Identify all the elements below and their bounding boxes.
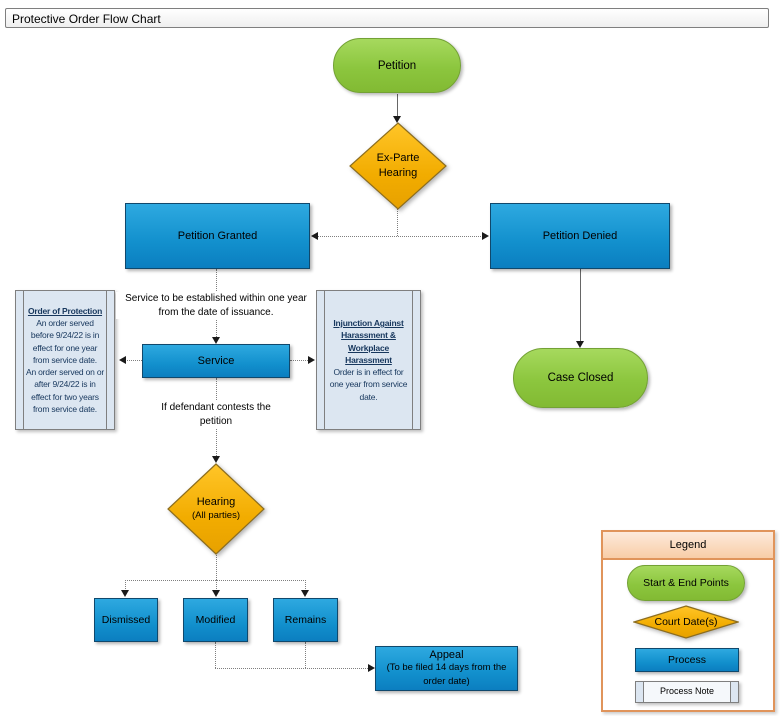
legend-decision-label: Court Date(s) [654, 615, 718, 628]
node-hearing-sub: (All parties) [191, 510, 241, 522]
node-petition-denied-label: Petition Denied [542, 230, 618, 242]
connector-exparte-split [315, 236, 487, 237]
connector-service-leftnote [125, 360, 142, 361]
arrowhead-petition-granted [311, 232, 318, 240]
node-ex-parte-hearing: Ex-Parte Hearing [349, 122, 447, 210]
note-title: Injunction Against Harassment & Workplac… [333, 317, 404, 365]
arrowhead-service [212, 337, 220, 344]
connector-petition-exparte [397, 94, 398, 117]
connector-remains-appeal [305, 642, 306, 668]
node-remains-label: Remains [284, 614, 327, 626]
legend: Legend Start & End Points Court Date(s) … [601, 530, 775, 712]
node-ex-parte-label: Ex-Parte Hearing [376, 152, 420, 179]
connector-hearing-split [125, 580, 306, 581]
node-petition-granted: Petition Granted [125, 203, 310, 269]
connector-hearing-drop [216, 555, 217, 580]
edge-label-service-timing: Service to be established within one yea… [116, 292, 316, 319]
connector-service-rightnote [290, 360, 310, 361]
arrowhead-petition-denied [482, 232, 489, 240]
node-appeal: Appeal (To be filed 14 days from the ord… [375, 646, 518, 691]
arrowhead-dismissed [121, 590, 129, 597]
arrowhead-exparte [393, 116, 401, 123]
node-appeal-sub: (To be filed 14 days from the order date… [386, 661, 507, 687]
arrowhead-caseclosed [576, 341, 584, 348]
node-hearing-label: Hearing (All parties) [167, 463, 265, 555]
note-order-of-protection: Order of Protection An order served befo… [15, 290, 115, 430]
connector-denied-caseclosed [580, 269, 581, 345]
note-side-band [16, 291, 24, 429]
note-injunction-text: Injunction Against Harassment & Workplac… [317, 315, 420, 405]
arrowhead-modified [212, 590, 220, 597]
legend-title: Legend [603, 532, 773, 560]
node-petition-label: Petition [377, 59, 417, 72]
node-modified-label: Modified [195, 614, 236, 626]
decision-diamond-shape [167, 463, 265, 555]
node-hearing-title: Hearing [196, 496, 236, 509]
legend-process-label: Process [668, 654, 706, 666]
note-side-band [730, 682, 738, 702]
arrowhead-rightnote [308, 356, 315, 364]
legend-terminator-sample: Start & End Points [627, 565, 745, 601]
decision-diamond-shape [633, 605, 739, 639]
node-petition: Petition [333, 38, 461, 93]
legend-terminator-label: Start & End Points [643, 577, 729, 589]
arrowhead-leftnote [119, 356, 126, 364]
edge-label-contest: If defendant contests the petition [161, 401, 271, 428]
arrowhead-remains [301, 590, 309, 597]
node-remains: Remains [273, 598, 338, 642]
connector-stub-modified [216, 580, 217, 591]
chart-title: Protective Order Flow Chart [5, 8, 769, 28]
node-hearing: Hearing (All parties) [167, 463, 265, 555]
note-injunction: Injunction Against Harassment & Workplac… [316, 290, 421, 430]
node-appeal-label: Appeal [429, 648, 464, 661]
connector-exparte-drop [397, 209, 398, 236]
legend-note-label: Process Note [659, 686, 715, 697]
connector-stub-dismissed [125, 580, 126, 591]
node-service-label: Service [197, 355, 235, 367]
decision-diamond-shape [349, 122, 447, 210]
note-body: An order served before 9/24/22 is in eff… [30, 317, 100, 365]
node-petition-granted-label: Petition Granted [177, 230, 258, 242]
connector-modified-appeal [215, 642, 216, 668]
note-title: Order of Protection [27, 305, 103, 316]
note-body: Order is in effect for one year from ser… [329, 367, 408, 402]
node-service: Service [142, 344, 290, 378]
legend-decision-sample: Court Date(s) [633, 605, 739, 639]
note-order-of-protection-text: Order of Protection An order served befo… [16, 303, 114, 418]
note-side-band [636, 682, 644, 702]
note-side-band [317, 291, 325, 429]
node-case-closed: Case Closed [513, 348, 648, 408]
connector-appeal [215, 668, 370, 669]
arrowhead-appeal [368, 664, 375, 672]
node-case-closed-label: Case Closed [547, 372, 614, 384]
note-side-band [106, 291, 114, 429]
note-side-band [412, 291, 420, 429]
note-body: An order served on or after 9/24/22 is i… [25, 367, 104, 415]
node-modified: Modified [183, 598, 248, 642]
node-dismissed: Dismissed [94, 598, 158, 642]
legend-note-sample: Process Note [635, 681, 739, 703]
node-dismissed-label: Dismissed [101, 614, 151, 626]
connector-stub-remains [305, 580, 306, 591]
node-petition-denied: Petition Denied [490, 203, 670, 269]
arrowhead-hearing [212, 456, 220, 463]
legend-process-sample: Process [635, 648, 739, 672]
